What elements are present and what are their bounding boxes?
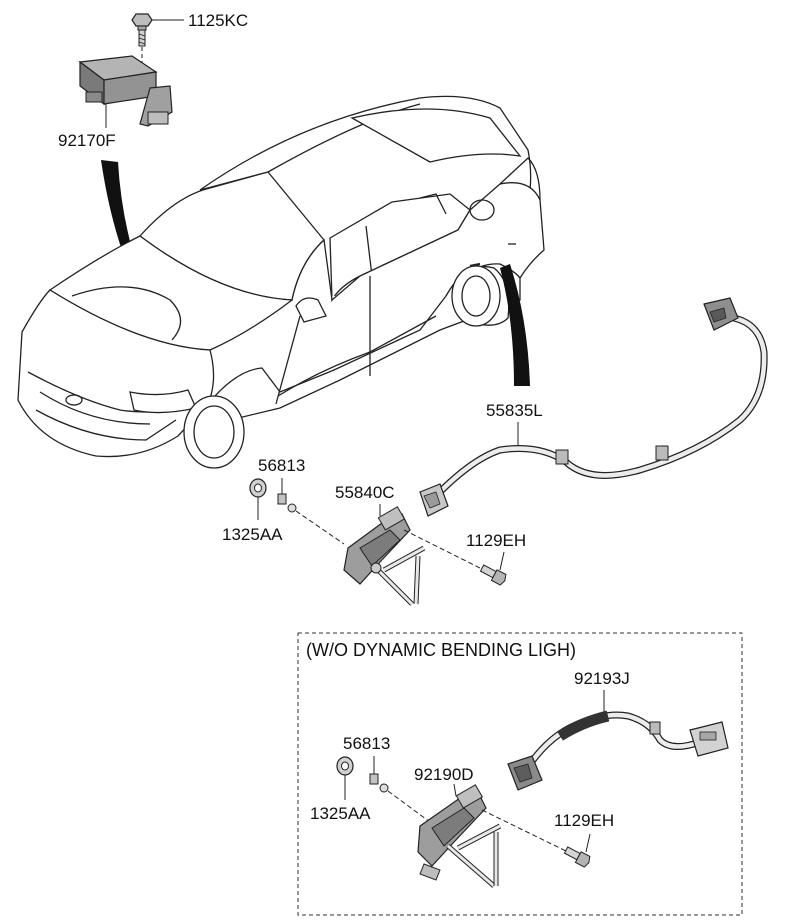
label-1129eh-a: 1129EH bbox=[466, 531, 527, 550]
label-1325aa-b: 1325AA bbox=[310, 804, 371, 823]
label-1325aa-a: 1325AA bbox=[222, 525, 283, 544]
label-1125kc: 1125KC bbox=[188, 11, 249, 30]
label-92170f: 92170F bbox=[58, 131, 116, 150]
assembly-1 bbox=[249, 478, 507, 606]
car-illustration bbox=[17, 95, 545, 469]
label-55840c: 55840C bbox=[335, 483, 395, 502]
option-box-title: (W/O DYNAMIC BENDING LIGH) bbox=[306, 640, 577, 660]
label-56813-b: 56813 bbox=[343, 734, 391, 753]
label-1129eh-b: 1129EH bbox=[554, 811, 615, 830]
assembly-2 bbox=[336, 690, 729, 888]
label-55835l: 55835L bbox=[486, 401, 543, 420]
label-92193j: 92193J bbox=[574, 669, 630, 688]
harness-55835l-icon bbox=[419, 297, 768, 517]
bolt-1125kc-icon bbox=[131, 13, 184, 72]
label-56813-a: 56813 bbox=[258, 456, 306, 475]
option-box-frame bbox=[297, 632, 743, 916]
label-92190d: 92190D bbox=[414, 765, 474, 784]
sensor-unit-92170f-icon bbox=[78, 55, 173, 128]
